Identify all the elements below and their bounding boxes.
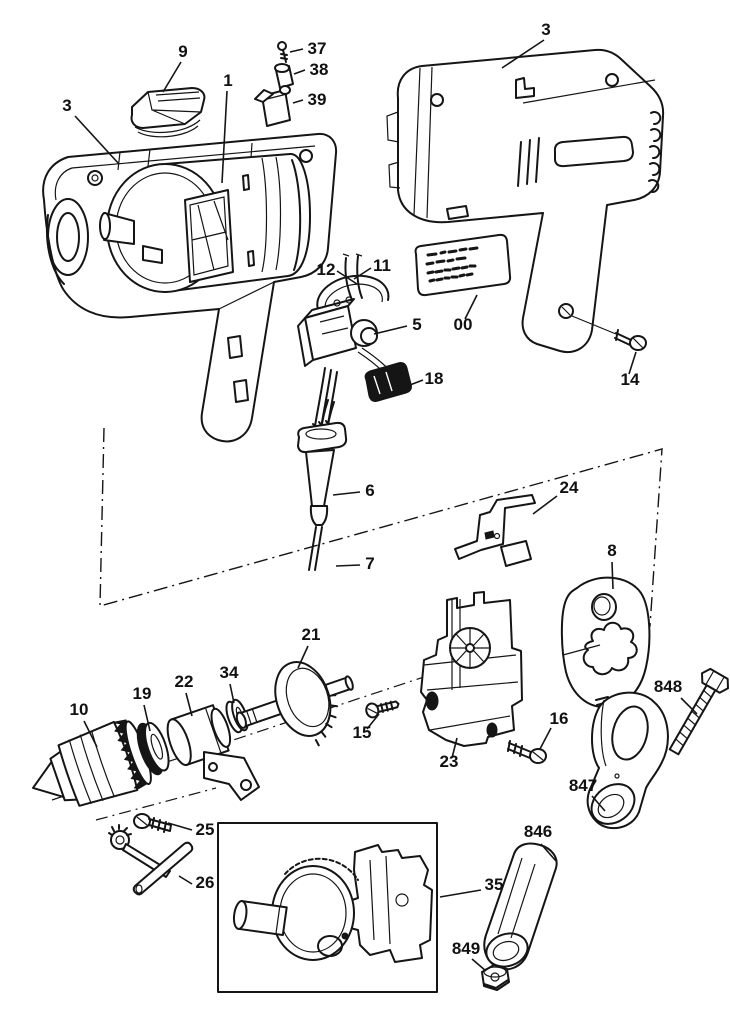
- leader-line: [143, 704, 151, 732]
- callout-26: 26: [196, 873, 215, 892]
- callout-15: 15: [353, 723, 372, 742]
- callout-18: 18: [425, 369, 444, 388]
- leader-line: [373, 325, 408, 335]
- callout-19: 19: [133, 684, 152, 703]
- leader-line: [83, 720, 98, 748]
- part-21-spindle-gear-drawing: [235, 661, 354, 747]
- part-00-nameplate-drawing: [414, 233, 512, 297]
- callout-00: 00: [454, 315, 473, 334]
- part-25-screw-drawing: [133, 813, 172, 833]
- leader-line: [532, 495, 558, 515]
- callout-3-right: 3: [541, 20, 550, 39]
- callout-3-left: 3: [62, 96, 71, 115]
- part-18-connector-drawing: [357, 347, 412, 402]
- part-39-brush-box-drawing: [254, 85, 291, 127]
- part-6-cord-protector-drawing: [297, 399, 348, 526]
- leader-line: [185, 692, 193, 717]
- leader-line: [353, 267, 372, 280]
- leader-line: [162, 61, 182, 93]
- part-10-chuck-drawing: [31, 719, 152, 807]
- leader-line: [335, 564, 361, 567]
- part-848-bolt-drawing: [668, 667, 729, 756]
- callout-10: 10: [70, 700, 89, 719]
- callout-39: 39: [308, 90, 327, 109]
- callout-14: 14: [621, 370, 640, 389]
- leader-line: [293, 69, 306, 75]
- leader-lines: [74, 39, 698, 972]
- leader-line: [229, 683, 235, 704]
- part-38-brush-drawing: [274, 63, 294, 89]
- leader-line: [221, 90, 228, 184]
- part-847-clamp-drawing: [586, 691, 669, 830]
- callout-9: 9: [178, 42, 187, 61]
- leader-line: [439, 889, 482, 898]
- callout-38: 38: [310, 60, 329, 79]
- callout-846: 846: [524, 822, 552, 841]
- callout-34: 34: [220, 663, 239, 682]
- leader-line: [591, 795, 606, 812]
- leader-line: [464, 294, 478, 320]
- part-37-screw-drawing: [277, 41, 288, 63]
- callout-16: 16: [550, 709, 569, 728]
- part-16-screw-drawing: [507, 740, 547, 764]
- callout-labels: 9 1 3 37 38 39 3 12 11 5 18 00 14 6 7 24…: [62, 20, 682, 958]
- callout-7: 7: [365, 554, 374, 573]
- callout-5: 5: [412, 315, 421, 334]
- callout-23: 23: [440, 752, 459, 771]
- callout-11: 11: [373, 256, 391, 275]
- callout-849: 849: [452, 939, 480, 958]
- callout-848: 848: [654, 677, 682, 696]
- leader-line: [297, 645, 309, 669]
- callout-847: 847: [569, 776, 597, 795]
- leader-line: [178, 875, 193, 885]
- part-849-nut-drawing: [481, 964, 510, 991]
- leader-line: [539, 727, 552, 750]
- leader-line: [628, 351, 637, 375]
- callout-24: 24: [560, 478, 579, 497]
- part-8-plate-drawing: [560, 576, 651, 709]
- part-22-support-drawing: [166, 704, 260, 801]
- callout-21: 21: [302, 625, 321, 644]
- leader-line: [292, 99, 304, 104]
- part-7-cord-drawing: [308, 526, 323, 571]
- leader-line: [680, 697, 698, 715]
- callout-6: 6: [365, 481, 374, 500]
- leader-line: [611, 561, 614, 590]
- part-3-right-housing-drawing: [386, 48, 665, 353]
- part-15-screw-drawing: [365, 700, 400, 719]
- part-9-cap-drawing: [130, 87, 206, 138]
- part-35-inset-assembly-drawing: [217, 822, 438, 993]
- leader-line: [451, 737, 458, 759]
- callout-25: 25: [196, 820, 215, 839]
- callout-12: 12: [317, 260, 336, 279]
- callout-1: 1: [223, 71, 232, 90]
- leader-line: [366, 713, 380, 730]
- leader-line: [167, 822, 193, 831]
- leader-line: [332, 491, 361, 496]
- callout-22: 22: [175, 672, 194, 691]
- callout-35: 35: [485, 875, 504, 894]
- part-14-screw-drawing: [571, 315, 647, 351]
- part-1-motor-drawing: [99, 153, 311, 293]
- leader-line: [501, 39, 545, 69]
- leader-line: [74, 115, 120, 165]
- part-24-bracket-drawing: [454, 494, 536, 567]
- leader-line: [401, 379, 424, 389]
- leader-line: [540, 843, 557, 862]
- part-23-gear-case-drawing: [420, 591, 523, 747]
- callout-8: 8: [607, 541, 616, 560]
- switch-lead-wires-drawing: [312, 367, 338, 431]
- leader-line: [336, 270, 358, 285]
- part-26-chuck-key-drawing: [108, 824, 194, 896]
- leader-line: [289, 48, 304, 53]
- leader-line: [471, 958, 487, 972]
- callout-37: 37: [308, 39, 327, 58]
- part-846-grip-drawing: [483, 842, 558, 971]
